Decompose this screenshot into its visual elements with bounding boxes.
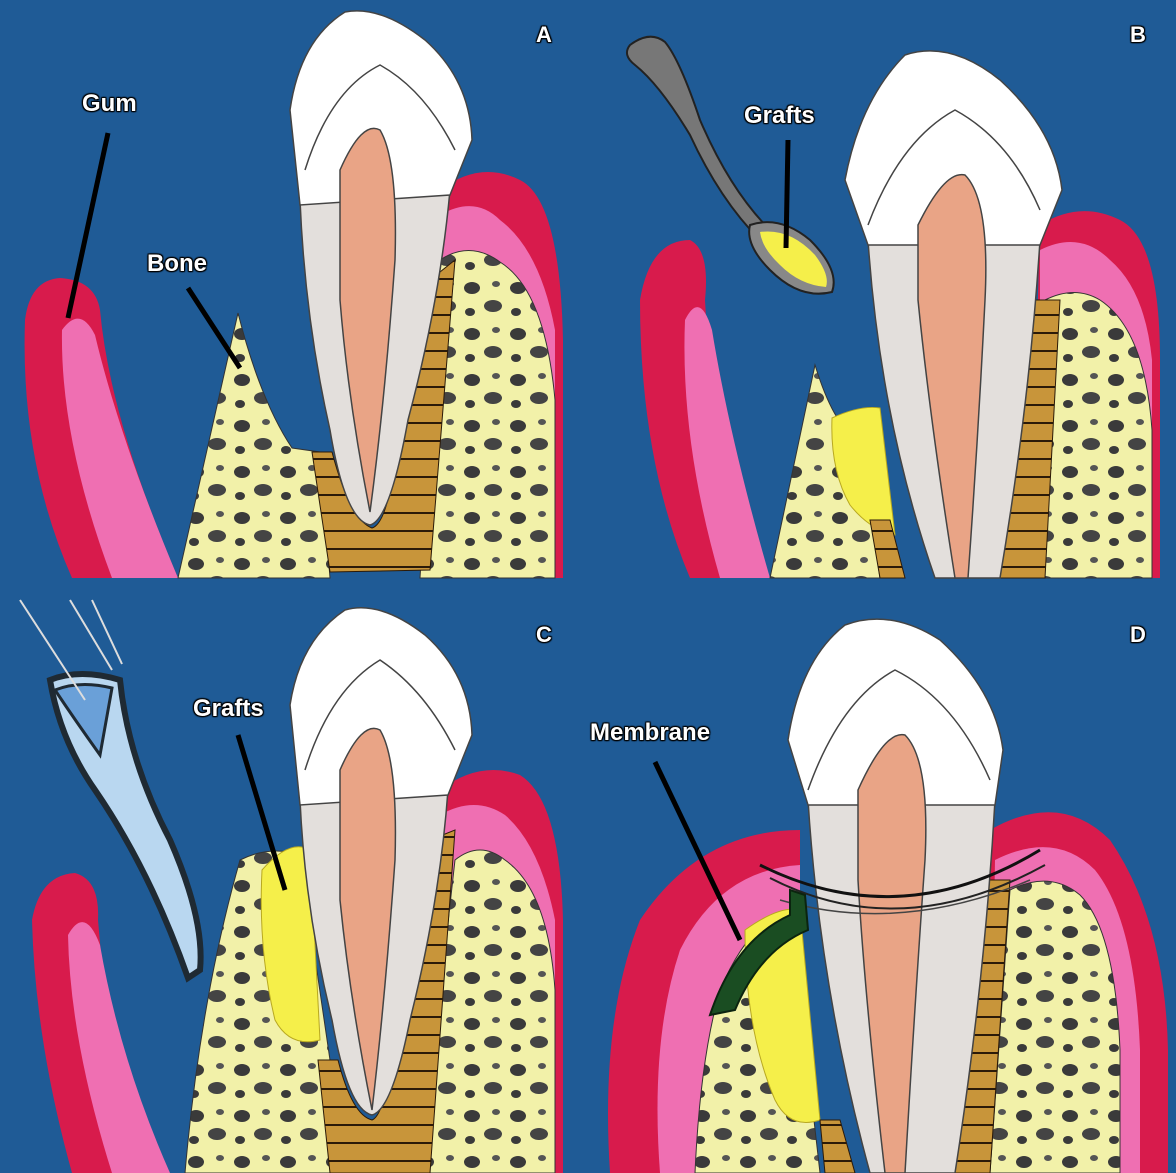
panel-c [20, 600, 563, 1173]
grafts-leader-b [786, 140, 788, 248]
bone-label: Bone [147, 252, 207, 276]
panel-c-letter: C [536, 624, 552, 646]
gum-label: Gum [82, 92, 137, 116]
bone-spike [178, 313, 330, 578]
panel-d-letter: D [1130, 624, 1146, 646]
spoon-handle [627, 37, 770, 240]
grafts-label-c: Grafts [193, 697, 264, 721]
membrane-label: Membrane [590, 721, 710, 745]
tweezer-tip-2 [70, 600, 112, 670]
panel-b [627, 37, 1160, 578]
ligament-d-left [820, 1120, 855, 1173]
bone-leader [188, 288, 240, 368]
panel-d [608, 619, 1168, 1173]
panel-a-letter: A [536, 24, 552, 46]
grafts-label-b: Grafts [744, 104, 815, 128]
tweezer-tip-3 [92, 600, 122, 664]
panel-b-letter: B [1130, 24, 1146, 46]
